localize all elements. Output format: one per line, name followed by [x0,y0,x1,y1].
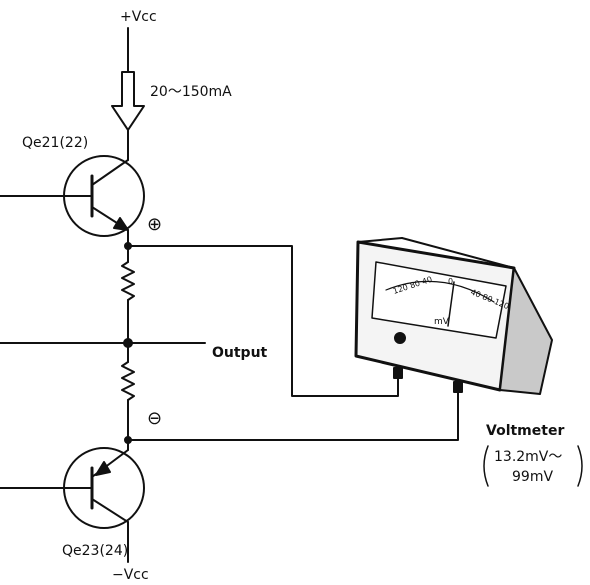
voltmeter-needle [447,281,455,327]
resistor-lower [121,361,135,401]
range-bracket-right [577,445,583,487]
qe23-emitter-arrow-icon [95,461,111,476]
voltmeter-top-edge2 [401,237,515,269]
probe-minus-wire [127,389,459,441]
qe23-collector [91,498,129,523]
vcc-negative-label: −Vcc [112,567,149,583]
voltmeter-scale-arc [385,280,495,303]
voltmeter-terminal-minus [453,381,463,393]
qe21-label: Qe21(22) [22,135,89,151]
voltmeter [354,237,553,395]
plus-symbol: ⊕ [147,214,163,235]
voltmeter-screw [394,332,406,344]
output-label: Output [212,345,268,361]
voltmeter-dial [371,261,507,339]
voltmeter-side [499,267,553,395]
qe21-collector [91,159,129,186]
resistor-upper [121,261,135,301]
probe-plus-wire [127,245,399,397]
qe23-label: Qe23(24) [62,543,129,559]
range-bracket-left [483,445,489,487]
probe-plus-point [124,242,132,250]
voltmeter-label: Voltmeter [486,423,565,439]
current-label: 20～150mA [150,84,232,100]
meter-zero: 0 [448,277,453,286]
output-junction [123,338,133,348]
probe-minus-point [124,436,132,444]
qe21-emitter-arrow-icon [113,217,129,231]
vcc-positive-label: +Vcc [120,9,157,25]
voltmeter-range-line1: 13.2mV～ [494,449,563,465]
meter-unit: mV [434,317,450,327]
current-arrow-icon [111,71,145,131]
minus-symbol: ⊖ [147,408,163,429]
voltmeter-top-edge [357,237,403,243]
voltmeter-terminal-plus [393,367,403,379]
voltmeter-range-line2: 99mV [512,469,554,485]
